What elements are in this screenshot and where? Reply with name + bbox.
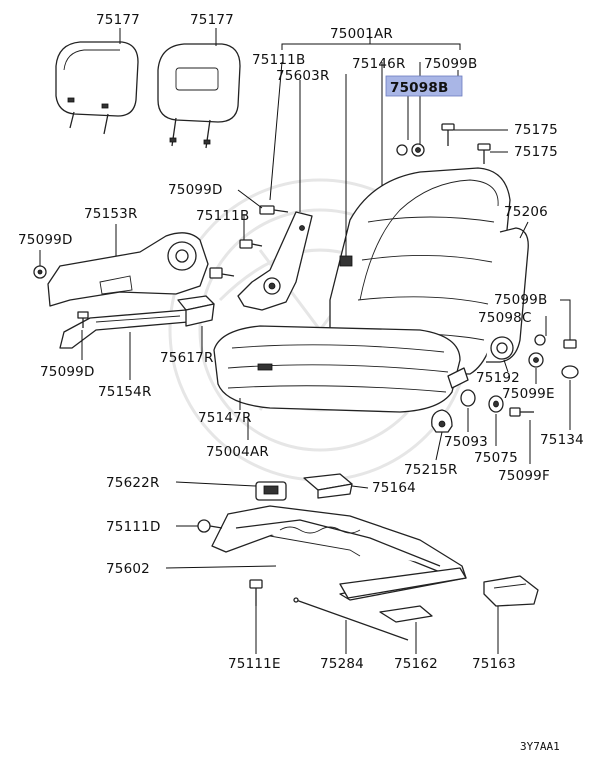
- label-75154R: 75154R: [98, 384, 152, 400]
- label-75099B-right: 75099B: [494, 292, 547, 308]
- label-75175-b: 75175: [514, 144, 558, 160]
- label-75099D-c: 75099D: [40, 364, 95, 380]
- seat-back[interactable]: [329, 167, 511, 375]
- cover-75215R[interactable]: [431, 409, 453, 433]
- lower-cover-75154R[interactable]: [59, 309, 189, 349]
- label-75146R: 75146R: [352, 56, 406, 72]
- knob-75192[interactable]: [490, 336, 514, 360]
- highlight-75098B: [385, 75, 463, 97]
- label-75177-b: 75177: [190, 12, 234, 28]
- label-75164: 75164: [372, 480, 416, 496]
- label-75175-a: 75175: [514, 122, 558, 138]
- seat-back-clips[interactable]: [396, 143, 425, 157]
- label-75098C: 75098C: [478, 310, 532, 326]
- bushing-75099E[interactable]: [528, 352, 544, 368]
- bolt-75099D-left[interactable]: [33, 265, 47, 279]
- label-75215R: 75215R: [404, 462, 458, 478]
- screw-75099D-bottom[interactable]: [77, 311, 89, 328]
- label-75099B-top: 75099B: [424, 56, 477, 72]
- label-75192: 75192: [476, 370, 520, 386]
- label-75177-a: 75177: [96, 12, 140, 28]
- hinge-bracket[interactable]: [447, 367, 469, 389]
- seat-back-panel[interactable]: [486, 227, 529, 363]
- label-75602: 75602: [106, 561, 150, 577]
- label-75111E: 75111E: [228, 656, 281, 672]
- bolt-75175-b[interactable]: [477, 143, 491, 164]
- label-75075: 75075: [474, 450, 518, 466]
- leader-lines: [39, 28, 571, 654]
- label-75001AR: 75001AR: [330, 26, 393, 42]
- headrest-right[interactable]: [157, 43, 241, 149]
- cover-75164[interactable]: [303, 473, 353, 499]
- label-75099E: 75099E: [502, 386, 555, 402]
- seat-cushion[interactable]: [213, 325, 461, 413]
- bolt-75099D-top[interactable]: [259, 205, 289, 215]
- label-75099D-a: 75099D: [168, 182, 223, 198]
- bolt-75111B-side[interactable]: [209, 267, 235, 279]
- bolt-75175-a[interactable]: [441, 123, 455, 146]
- seat-slide-assembly[interactable]: [211, 481, 467, 601]
- rod-75284[interactable]: [293, 597, 409, 641]
- label-75163: 75163: [472, 656, 516, 672]
- bolt-75111B-mid[interactable]: [239, 239, 263, 249]
- diagram-code: 3Y7AA1: [520, 740, 560, 753]
- bolt-75099B-right[interactable]: [563, 339, 577, 349]
- label-75134: 75134: [540, 432, 584, 448]
- label-75111B-mid: 75111B: [196, 208, 249, 224]
- label-75603R: 75603R: [276, 68, 330, 84]
- side-cover-75153R[interactable]: [47, 232, 209, 307]
- label-75099D-b: 75099D: [18, 232, 73, 248]
- label-75004AR: 75004AR: [206, 444, 269, 460]
- headrest-left[interactable]: [55, 41, 139, 135]
- cover-75162[interactable]: [379, 605, 433, 623]
- bolt-75111E[interactable]: [249, 579, 263, 606]
- label-75617R: 75617R: [160, 350, 214, 366]
- label-75206: 75206: [504, 204, 548, 220]
- recliner-bracket[interactable]: [237, 211, 313, 311]
- bushing-75093[interactable]: [460, 389, 476, 407]
- washer-75075[interactable]: [488, 395, 504, 413]
- label-75622R: 75622R: [106, 475, 160, 491]
- bolt-75099F[interactable]: [509, 407, 534, 417]
- label-75098B: 75098B: [390, 80, 448, 96]
- cap-75098C[interactable]: [534, 334, 546, 346]
- label-75093: 75093: [444, 434, 488, 450]
- label-75153R: 75153R: [84, 206, 138, 222]
- bolt-75111D[interactable]: [197, 519, 223, 533]
- bracket-75617R[interactable]: [177, 295, 215, 327]
- label-75099F: 75099F: [498, 468, 550, 484]
- label-75147R: 75147R: [198, 410, 252, 426]
- part-labels: 75177 75177 75001AR 75111B 75603R 75146R…: [18, 12, 584, 753]
- label-75111B-top: 75111B: [252, 52, 305, 68]
- cap-75134[interactable]: [561, 365, 579, 379]
- label-75162: 75162: [394, 656, 438, 672]
- cover-75163[interactable]: [483, 575, 539, 607]
- label-75111D: 75111D: [106, 519, 161, 535]
- label-75284: 75284: [320, 656, 364, 672]
